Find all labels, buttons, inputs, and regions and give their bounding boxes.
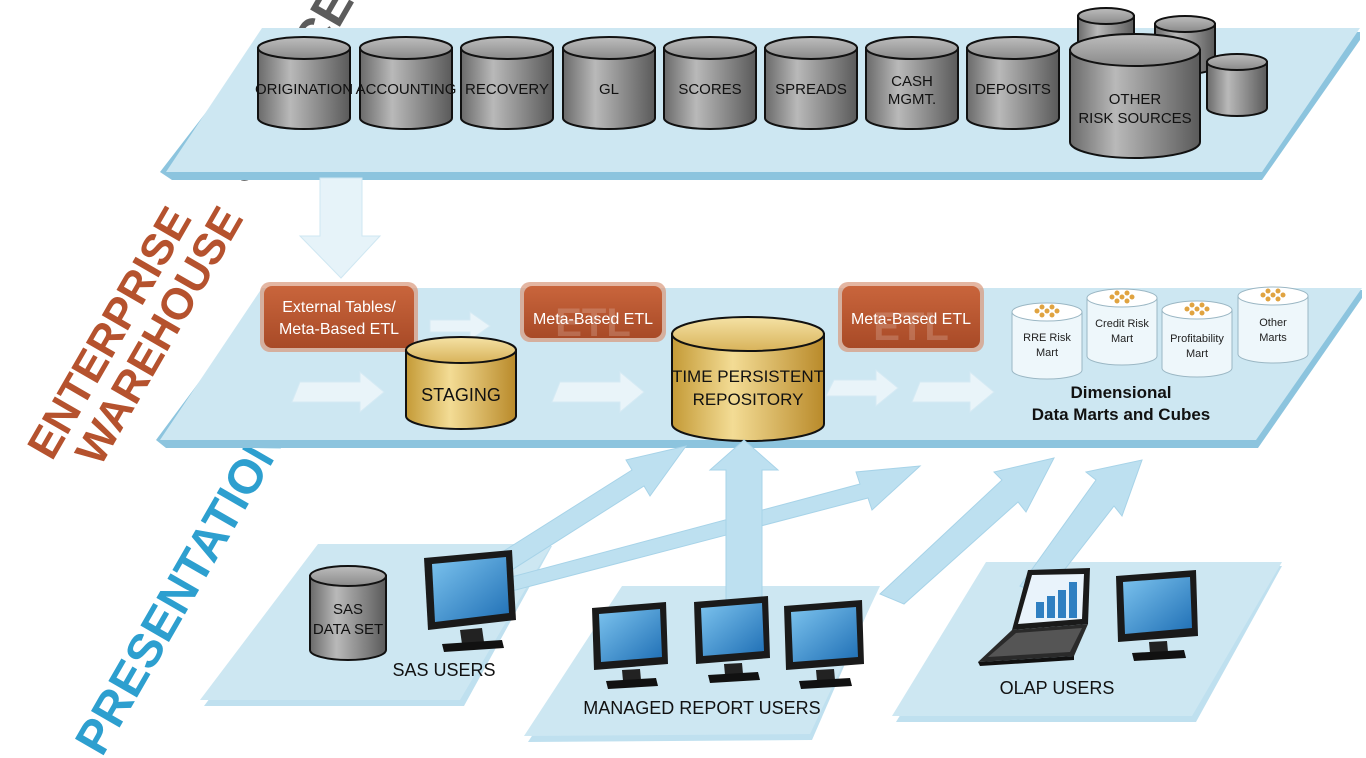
source-label: SCORES [678,81,741,98]
source-label: RISK SOURCES [1078,110,1191,127]
managed-report-users-label: MANAGED REPORT USERS [583,698,820,718]
mart-flower-icon [1034,304,1060,318]
repository-label: TIME PERSISTENT [672,367,824,386]
mart-label: Profitability [1170,333,1224,345]
staging-cylinder: STAGING [405,336,517,430]
mart-label: Other [1259,317,1287,329]
mart-label: RRE Risk [1023,332,1071,344]
source-cylinder-7: CASH MGMT. [865,36,959,130]
mart-flower-icon [1260,288,1286,302]
source-cylinder-3: RECOVERY [460,36,554,130]
source-cylinder-1: ORIGINATION [255,36,353,130]
data-mart-4: Other Marts [1237,286,1309,364]
other-risk-sources-cylinder: OTHER RISK SOURCES [1069,33,1201,159]
monitor-icon [694,596,770,683]
mart-label: Credit Risk [1095,318,1149,330]
monitor-icon [424,550,516,652]
staging-label: STAGING [421,385,501,405]
source-label: MGMT. [888,91,936,108]
mart-label: Marts [1259,332,1287,344]
source-cylinder-8: DEPOSITS [966,36,1060,130]
repository-label: REPOSITORY [693,390,804,409]
source-label: ACCOUNTING [356,81,457,98]
etl-external-tables-box: External Tables/ Meta-Based ETL [260,282,418,352]
source-label: RECOVERY [465,81,549,98]
source-cylinder-2: ACCOUNTING [356,36,457,130]
small-source-cylinder [1206,53,1268,117]
data-mart-2: Credit Risk Mart [1086,288,1158,366]
etl-meta-box-1: ETL Meta-Based ETL [520,282,666,345]
etl-meta-box-2: ETL Meta-Based ETL [838,282,984,352]
mart-label: Mart [1186,348,1208,360]
marts-caption-line2: Data Marts and Cubes [1032,405,1211,424]
sas-users-label: SAS USERS [392,660,495,680]
source-label: ORIGINATION [255,81,353,98]
sas-data-set-label: SAS [333,601,363,618]
flow-arrows [291,311,995,414]
etl-label: External Tables/ [282,299,396,316]
data-mart-1: RRE Risk Mart [1011,302,1083,380]
mart-label: Mart [1036,347,1058,359]
bar-chart-icon [1036,582,1077,618]
etl-label: Meta-Based ETL [851,311,971,328]
monitor-icon [784,600,864,689]
sas-data-set-cylinder: SAS DATA SET [309,565,387,661]
etl-watermark: ETL [555,301,631,345]
source-cylinder-6: SPREADS [764,36,858,130]
source-label: GL [599,81,619,98]
etl-label: Meta-Based ETL [533,311,653,328]
mart-flower-icon [1109,290,1135,304]
monitor-icon [592,602,668,689]
time-persistent-repository-cylinder: TIME PERSISTENT REPOSITORY [671,316,825,442]
source-label: OTHER [1109,91,1162,108]
sas-data-set-label: DATA SET [313,621,383,638]
source-label: CASH [891,73,933,90]
olap-users-label: OLAP USERS [1000,678,1115,698]
source-cylinder-4: GL [562,36,656,130]
monitor-icon [1116,570,1198,661]
sources-to-warehouse-arrow [298,177,382,279]
source-label: DEPOSITS [975,81,1051,98]
laptop-icon [978,568,1090,666]
mart-label: Mart [1111,333,1133,345]
source-label: SPREADS [775,81,847,98]
mart-flower-icon [1184,302,1210,316]
data-mart-3: Profitability Mart [1161,300,1233,378]
upward-arrows [479,439,1143,605]
marts-caption-line1: Dimensional [1070,383,1171,402]
etl-watermark: ETL [873,305,949,349]
source-cylinder-5: SCORES [663,36,757,130]
etl-label: Meta-Based ETL [279,321,399,338]
